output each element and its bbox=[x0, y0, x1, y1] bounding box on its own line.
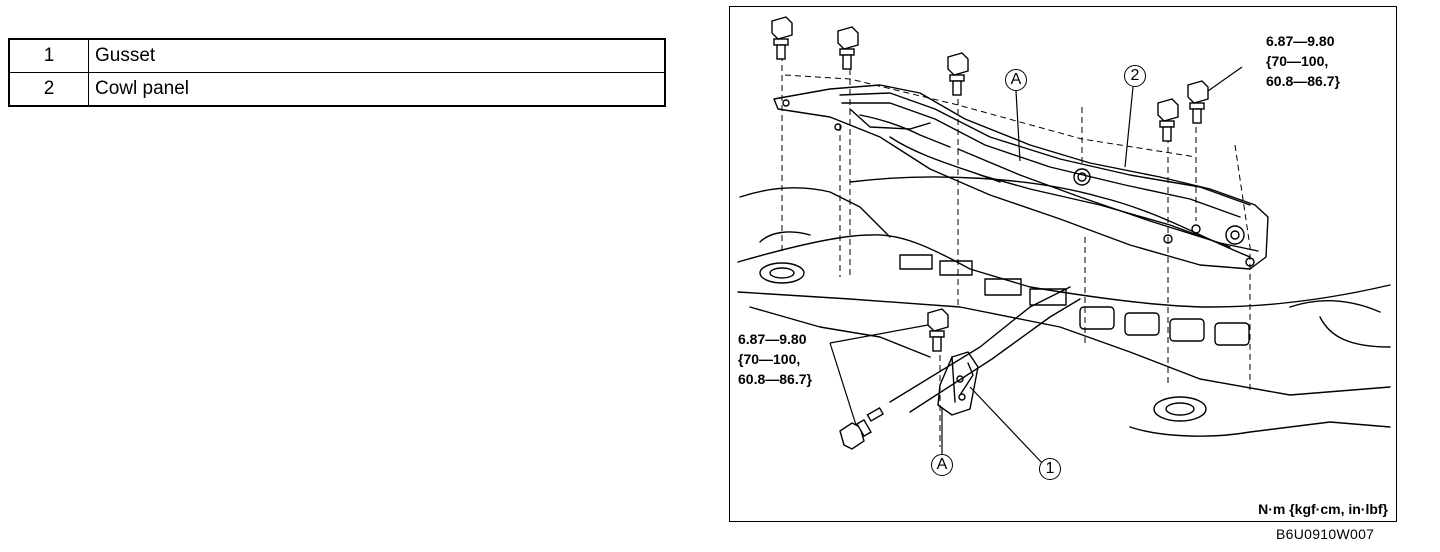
cowl-bolt-hole bbox=[1225, 225, 1245, 245]
torque-value: 60.8—86.7} bbox=[738, 371, 812, 387]
callout-a-lower: A bbox=[931, 454, 953, 476]
body-structure-lower bbox=[737, 291, 1391, 396]
parts-legend-table: 1 Gusset 2 Cowl panel bbox=[8, 38, 666, 107]
left-mount-hole bbox=[759, 262, 805, 284]
cowl-panel-outline bbox=[773, 84, 1269, 270]
torque-value: 6.87—9.80 bbox=[738, 331, 807, 347]
cowl-panel-exploded-diagram: A 2 A 1 6.87—9.80 {70—100, 60.8—86.7} 6.… bbox=[729, 6, 1397, 522]
legend-part-name: Cowl panel bbox=[88, 72, 666, 107]
right-mount-hole bbox=[1153, 396, 1207, 422]
bolt bbox=[1157, 98, 1179, 142]
legend-part-name: Gusset bbox=[88, 38, 666, 73]
callout-gusset: 1 bbox=[1039, 458, 1061, 480]
legend-number: 2 bbox=[8, 72, 89, 107]
torque-value: {70—100, bbox=[738, 351, 801, 367]
torque-spec-upper: 6.87—9.80 {70—100, 60.8—86.7} bbox=[1266, 31, 1340, 91]
callout-a-upper: A bbox=[1005, 69, 1027, 91]
body-structure-outline bbox=[737, 234, 1391, 308]
torque-spec-lower: 6.87—9.80 {70—100, 60.8—86.7} bbox=[738, 329, 812, 389]
bolt bbox=[839, 406, 885, 450]
bolt bbox=[771, 16, 793, 60]
body-structure-curve bbox=[849, 176, 1251, 258]
legend-row: 1 Gusset bbox=[8, 38, 666, 73]
torque-units: N·m {kgf·cm, in·lbf} bbox=[1258, 501, 1388, 517]
bolt bbox=[1187, 80, 1209, 124]
gusset-outline bbox=[937, 351, 979, 416]
callout-cowl-panel: 2 bbox=[1124, 65, 1146, 87]
diagram-line-art bbox=[737, 16, 1391, 466]
body-left-contour bbox=[739, 187, 891, 238]
bolt bbox=[947, 52, 969, 96]
torque-value: 6.87—9.80 bbox=[1266, 33, 1335, 49]
torque-value: {70—100, bbox=[1266, 53, 1329, 69]
legend-number: 1 bbox=[8, 38, 89, 73]
cowl-bolt-hole bbox=[1073, 168, 1091, 186]
bolt bbox=[837, 26, 859, 70]
torque-value: 60.8—86.7} bbox=[1266, 73, 1340, 89]
legend-row: 2 Cowl panel bbox=[8, 72, 666, 107]
bolt bbox=[927, 308, 949, 352]
figure-code: B6U0910W007 bbox=[1276, 526, 1375, 542]
